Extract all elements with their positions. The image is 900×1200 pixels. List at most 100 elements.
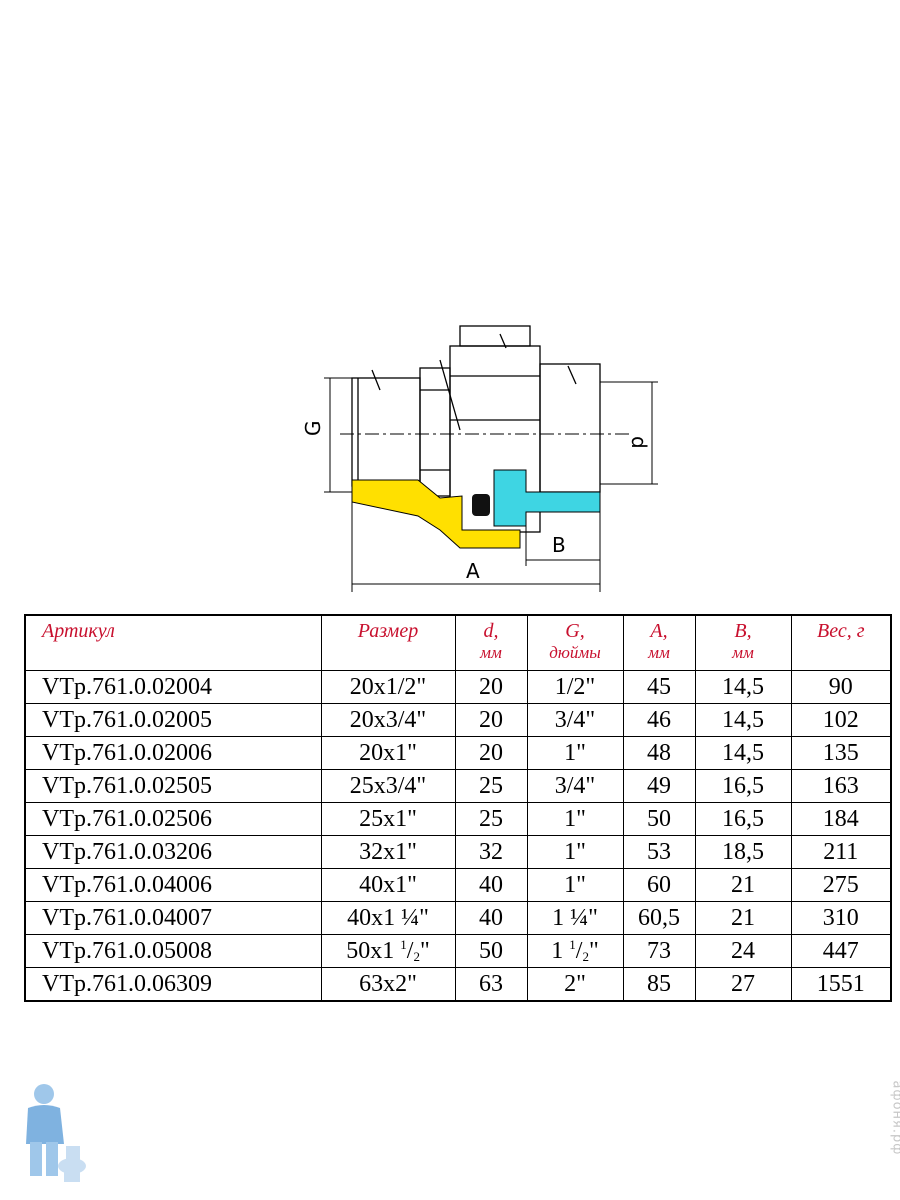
cell-a: 60: [622, 868, 696, 902]
cell-g: 1 ¼": [526, 901, 624, 935]
cell-g: 3/4": [526, 703, 624, 737]
cell-a: 50: [622, 802, 696, 836]
header-size: Размер: [320, 614, 456, 671]
cell-a: 48: [622, 736, 696, 770]
cell-b: 14,5: [694, 703, 792, 737]
cell-a: 46: [622, 703, 696, 737]
site-watermark: афоня.рф: [889, 1080, 900, 1156]
label-g: G: [301, 421, 325, 437]
cell-g: 3/4": [526, 769, 624, 803]
cell-g: 1": [526, 802, 624, 836]
header-g: G,дюймы: [526, 614, 624, 671]
cell-size: 20x1": [320, 736, 456, 770]
plumber-mascot-logo: [26, 1084, 86, 1182]
cell-article: VTp.761.0.04006: [24, 868, 322, 902]
header-a: A,мм: [622, 614, 696, 671]
cell-a: 45: [622, 670, 696, 704]
cell-size: 63x2": [320, 967, 456, 1002]
seal-ring: [472, 494, 490, 516]
label-d: d: [627, 436, 651, 449]
cell-weight: 135: [790, 736, 892, 770]
cell-article: VTp.761.0.06309: [24, 967, 322, 1002]
cell-weight: 163: [790, 769, 892, 803]
cell-b: 24: [694, 934, 792, 968]
left-hex-nut: [419, 367, 451, 497]
header-d: d,мм: [454, 614, 528, 671]
header-b: B,мм: [694, 614, 792, 671]
cell-size: 25x1": [320, 802, 456, 836]
label-b: B: [552, 533, 566, 557]
cell-b: 16,5: [694, 802, 792, 836]
female-socket: [539, 363, 601, 493]
cell-d: 25: [454, 769, 528, 803]
cell-size: 20x1/2": [320, 670, 456, 704]
cell-size: 50x1 1/2": [320, 934, 456, 968]
cell-size: 40x1": [320, 868, 456, 902]
cell-g: 1/2": [526, 670, 624, 704]
spec-table: Артикул Размер d,мм G,дюймы A,мм B,мм Ве…: [24, 614, 892, 1002]
cell-d: 20: [454, 703, 528, 737]
brass-section: [351, 479, 521, 549]
pipe-section: [493, 469, 601, 527]
cell-d: 20: [454, 670, 528, 704]
cell-a: 73: [622, 934, 696, 968]
cell-a: 49: [622, 769, 696, 803]
cell-a: 85: [622, 967, 696, 1002]
cell-g: 1": [526, 736, 624, 770]
cell-d: 20: [454, 736, 528, 770]
cell-size: 32x1": [320, 835, 456, 869]
cell-article: VTp.761.0.02005: [24, 703, 322, 737]
label-a: A: [466, 559, 480, 583]
cell-a: 53: [622, 835, 696, 869]
cell-b: 21: [694, 868, 792, 902]
cell-weight: 1551: [790, 967, 892, 1002]
cell-article: VTp.761.0.03206: [24, 835, 322, 869]
cell-b: 16,5: [694, 769, 792, 803]
cell-d: 40: [454, 868, 528, 902]
cell-article: VTp.761.0.05008: [24, 934, 322, 968]
cell-size: 25x3/4": [320, 769, 456, 803]
cell-article: VTp.761.0.02006: [24, 736, 322, 770]
cell-size: 20x3/4": [320, 703, 456, 737]
cell-d: 32: [454, 835, 528, 869]
cell-weight: 102: [790, 703, 892, 737]
cell-d: 40: [454, 901, 528, 935]
cell-g: 1 1/2": [526, 934, 624, 968]
cell-weight: 211: [790, 835, 892, 869]
cell-a: 60,5: [622, 901, 696, 935]
cell-d: 50: [454, 934, 528, 968]
cell-weight: 447: [790, 934, 892, 968]
cell-b: 27: [694, 967, 792, 1002]
cell-b: 14,5: [694, 736, 792, 770]
cell-weight: 275: [790, 868, 892, 902]
cell-weight: 184: [790, 802, 892, 836]
cell-g: 1": [526, 868, 624, 902]
header-article: Артикул: [24, 614, 322, 671]
male-thread-body: [351, 377, 421, 487]
cell-b: 14,5: [694, 670, 792, 704]
cell-article: VTp.761.0.02506: [24, 802, 322, 836]
cell-article: VTp.761.0.02505: [24, 769, 322, 803]
header-weight: Вес, г: [790, 614, 892, 671]
cell-d: 63: [454, 967, 528, 1002]
cell-article: VTp.761.0.04007: [24, 901, 322, 935]
cell-g: 1": [526, 835, 624, 869]
cell-weight: 310: [790, 901, 892, 935]
cell-g: 2": [526, 967, 624, 1002]
cell-b: 18,5: [694, 835, 792, 869]
cell-weight: 90: [790, 670, 892, 704]
fitting-drawing: G d A B: [301, 325, 658, 592]
header-row: Артикул Размер d,мм G,дюймы A,мм B,мм Ве…: [24, 614, 892, 671]
cell-d: 25: [454, 802, 528, 836]
cell-size: 40x1 ¼": [320, 901, 456, 935]
